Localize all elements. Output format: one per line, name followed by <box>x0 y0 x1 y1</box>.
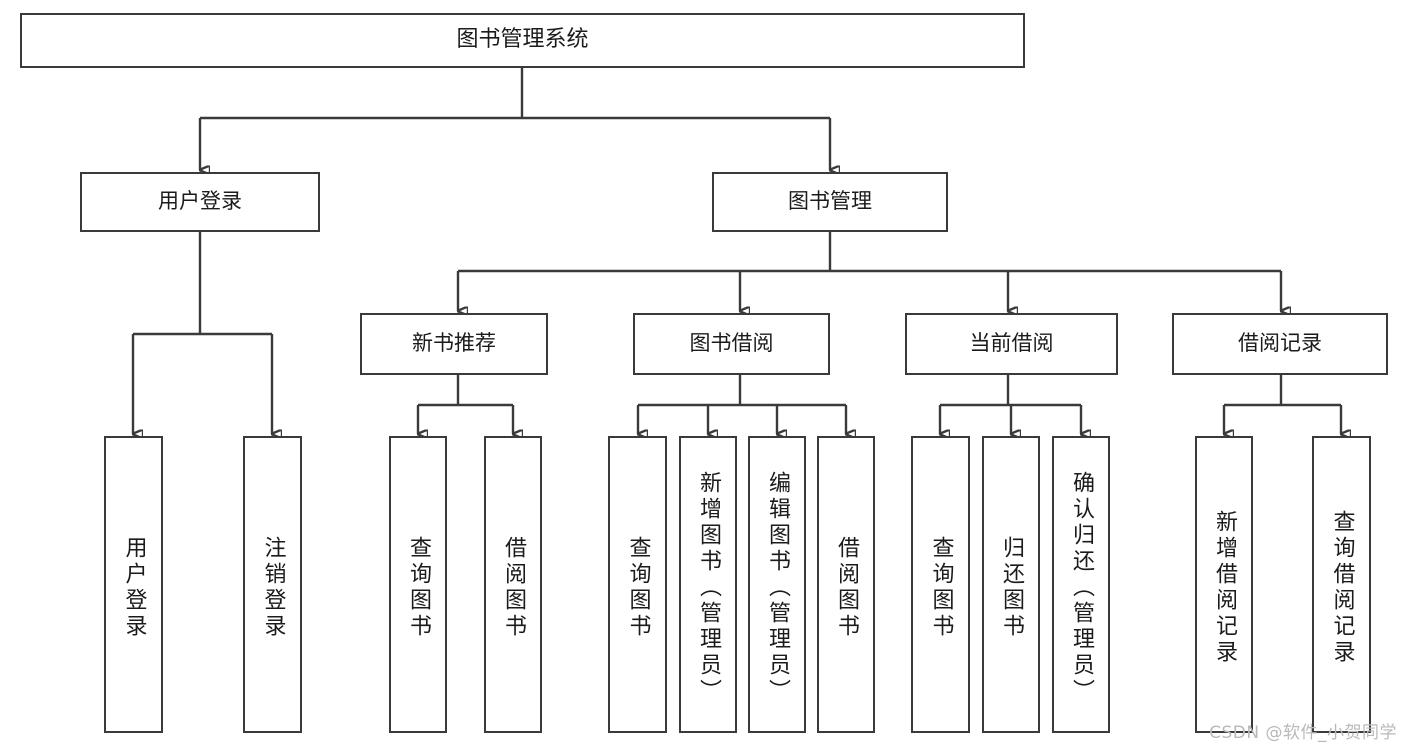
node-user-login[interactable]: 用户登录 <box>80 172 320 232</box>
node-label: 借阅记录 <box>1238 331 1322 356</box>
node-leaf-logout[interactable]: 注销登录 <box>243 436 302 733</box>
node-book-borrow[interactable]: 图书借阅 <box>633 313 830 375</box>
node-leaf-add-record[interactable]: 新增借阅记录 <box>1195 436 1253 733</box>
node-label: 图书管理 <box>788 189 872 214</box>
node-label: 当前借阅 <box>969 331 1054 356</box>
node-label: 新增借阅记录 <box>1212 509 1237 666</box>
node-label: 新书推荐 <box>412 331 496 356</box>
node-leaf-return-book[interactable]: 归还图书 <box>982 436 1040 733</box>
node-label: 用户登录 <box>121 535 147 640</box>
node-label: 注销登录 <box>260 535 286 640</box>
node-root-system[interactable]: 图书管理系统 <box>20 13 1025 68</box>
node-leaf-query-book-1[interactable]: 查询图书 <box>389 436 447 733</box>
node-leaf-query-book-2[interactable]: 查询图书 <box>608 436 667 733</box>
node-label: 新增图书（管理员） <box>696 470 721 705</box>
node-leaf-user-login[interactable]: 用户登录 <box>104 436 163 733</box>
node-leaf-add-book[interactable]: 新增图书（管理员） <box>679 436 737 733</box>
node-leaf-edit-book[interactable]: 编辑图书（管理员） <box>748 436 806 733</box>
node-label: 查询图书 <box>928 535 954 640</box>
node-label: 查询借阅记录 <box>1329 509 1355 666</box>
node-leaf-confirm-return[interactable]: 确认归还（管理员） <box>1052 436 1110 733</box>
node-label: 编辑图书（管理员） <box>765 470 790 705</box>
node-label: 图书借阅 <box>689 331 774 356</box>
watermark-text: CSDN @软件_小贺同学 <box>1209 723 1397 743</box>
node-current-borrow[interactable]: 当前借阅 <box>905 313 1118 375</box>
node-label: 借阅图书 <box>834 535 859 640</box>
node-label: 查询图书 <box>625 535 651 640</box>
node-leaf-query-record[interactable]: 查询借阅记录 <box>1312 436 1371 733</box>
node-label: 确认归还（管理员） <box>1069 470 1094 705</box>
node-label: 查询图书 <box>406 535 431 640</box>
node-leaf-borrow-book-2[interactable]: 借阅图书 <box>817 436 875 733</box>
node-label: 图书管理系统 <box>456 27 589 53</box>
node-borrow-record[interactable]: 借阅记录 <box>1172 313 1388 375</box>
node-book-manage[interactable]: 图书管理 <box>712 172 948 232</box>
node-label: 归还图书 <box>999 535 1024 640</box>
node-new-book-rec[interactable]: 新书推荐 <box>360 313 548 375</box>
node-leaf-borrow-book-1[interactable]: 借阅图书 <box>484 436 542 733</box>
node-label: 用户登录 <box>158 189 242 214</box>
node-label: 借阅图书 <box>501 535 526 640</box>
node-leaf-query-book-3[interactable]: 查询图书 <box>911 436 970 733</box>
